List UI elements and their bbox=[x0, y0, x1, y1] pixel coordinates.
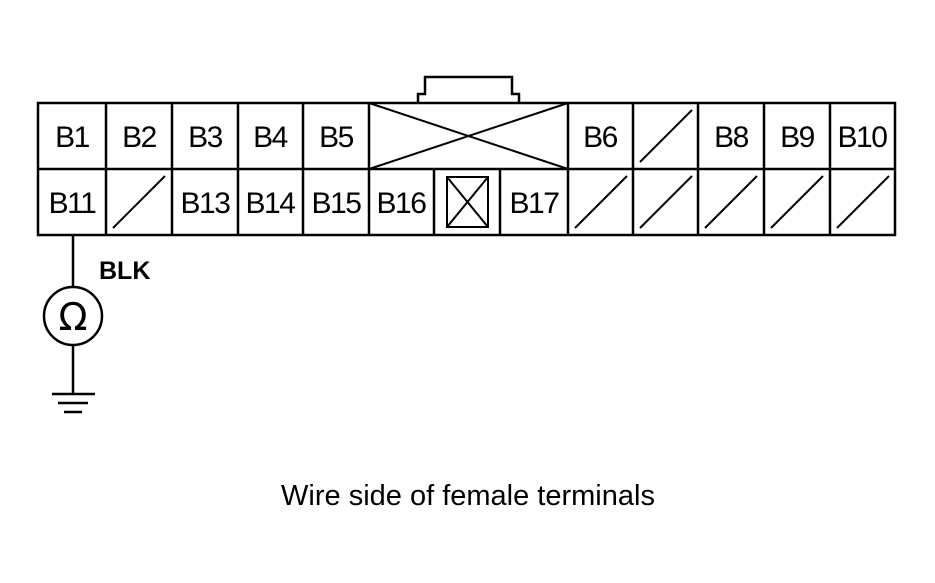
terminal-label-b3: B3 bbox=[188, 121, 223, 154]
wire-color-label: BLK bbox=[99, 257, 150, 285]
diagram-caption: Wire side of female terminals bbox=[281, 480, 655, 512]
connector-lock-tab bbox=[416, 75, 521, 103]
ohm-symbol: Ω bbox=[58, 295, 87, 339]
terminal-label-b17: B17 bbox=[510, 187, 560, 220]
terminal-label-b4: B4 bbox=[253, 121, 288, 154]
terminal-label-b1: B1 bbox=[55, 121, 90, 154]
terminal-label-b5: B5 bbox=[319, 121, 354, 154]
terminal-label-b13: B13 bbox=[181, 187, 231, 220]
empty-cavity-slashes bbox=[112, 109, 890, 229]
blocked-cavity-large bbox=[368, 102, 569, 170]
ohmmeter-icon: Ω bbox=[42, 285, 104, 347]
terminal-label-b2: B2 bbox=[122, 121, 157, 154]
terminal-label-b11: B11 bbox=[49, 187, 96, 220]
row1-dividers bbox=[104, 103, 832, 169]
terminal-label-b9: B9 bbox=[780, 121, 815, 154]
blocked-cavity-small bbox=[446, 176, 489, 228]
terminal-label-b10: B10 bbox=[838, 121, 888, 154]
terminal-label-b15: B15 bbox=[312, 187, 362, 220]
terminal-label-b6: B6 bbox=[583, 121, 618, 154]
ground-icon bbox=[52, 392, 95, 414]
row2-dividers bbox=[104, 169, 832, 235]
terminal-label-b8: B8 bbox=[714, 121, 749, 154]
terminal-label-b16: B16 bbox=[377, 187, 427, 220]
terminal-label-b14: B14 bbox=[246, 187, 296, 220]
